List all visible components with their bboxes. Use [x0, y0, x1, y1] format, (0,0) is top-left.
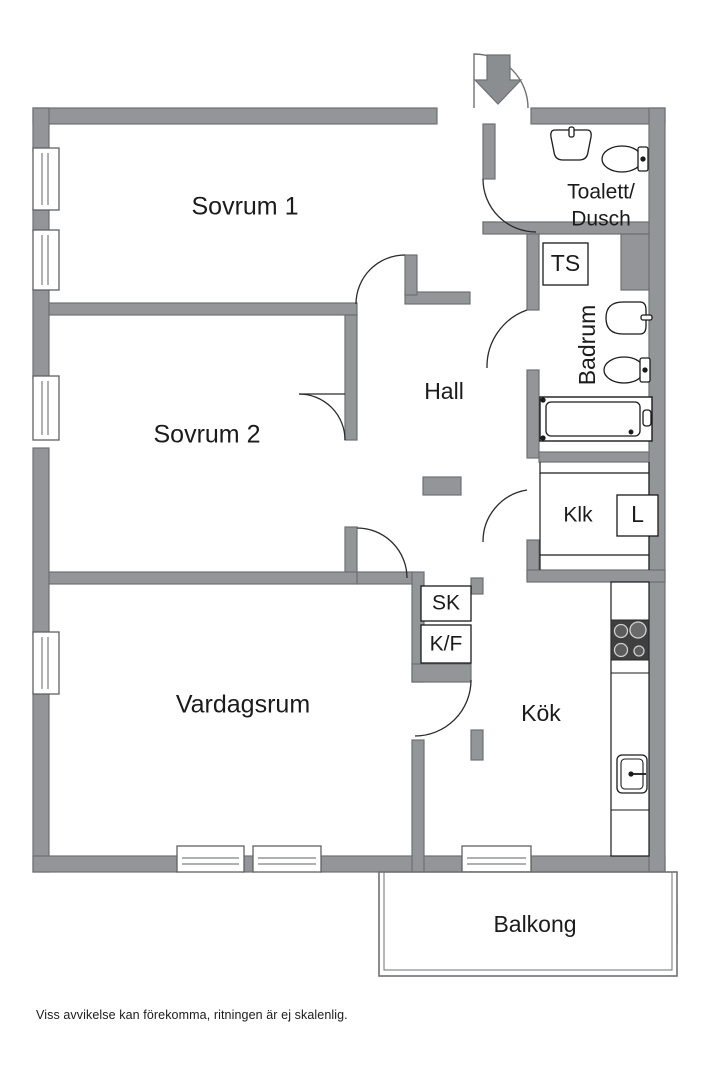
room-label-klk: Klk: [563, 504, 593, 527]
box-kf: K/F: [420, 624, 472, 664]
wall-interior-toalett-west-a: [482, 123, 496, 180]
room-labels: Sovrum 1 Sovrum 2 Vardagsrum Hall Kök Ba…: [154, 181, 636, 938]
kitchen-fittings: [610, 581, 650, 857]
door-vardagsrum: [356, 527, 408, 579]
window-sovrum1-a: [32, 147, 60, 211]
bathtub-corner-b: [540, 435, 546, 441]
door-kok: [414, 679, 472, 737]
labeled-boxes: TS L SK K/F: [420, 242, 659, 664]
room-label-hall: Hall: [424, 378, 464, 404]
wall-exterior-left-a: [32, 107, 50, 153]
wall-interior-sovrum2-right-b: [344, 526, 358, 579]
wall-exterior-left-e: [32, 691, 50, 873]
wall-interior-right-notch: [620, 233, 650, 291]
box-ts: TS: [542, 242, 589, 286]
room-label-balkong: Balkong: [493, 911, 576, 937]
stove-burner-2: [629, 621, 647, 639]
washbasin-badrum-tap: [640, 314, 653, 321]
wall-exterior-right-a: [648, 107, 666, 873]
drawing-disclaimer: Viss avvikelse kan förekomma, ritningen …: [36, 1008, 348, 1022]
bathtub-corner-a: [540, 397, 546, 403]
box-l: L: [616, 494, 659, 537]
wall-exterior-bottom-a: [32, 855, 179, 873]
window-balcony-door: [461, 845, 532, 873]
balcony: [378, 871, 678, 977]
wall-exterior-top-left: [32, 107, 438, 125]
box-ts-label: TS: [551, 250, 580, 276]
stove-burner-3: [613, 642, 629, 658]
door-klk: [482, 489, 528, 543]
window-vardagsrum-bottom-2: [252, 845, 322, 873]
windows: [32, 147, 532, 873]
wall-interior-klk-divider: [538, 451, 650, 463]
wall-interior-badrum-west-a: [526, 233, 540, 311]
stove-burner-4: [633, 645, 645, 657]
wall-interior-badrum-west-b: [526, 369, 540, 459]
toilet-badrum-bowl: [603, 356, 645, 384]
window-sovrum2: [32, 375, 60, 441]
wall-interior-klk-south: [526, 569, 666, 583]
toilet-toalett-flush: [640, 156, 646, 162]
box-sk: SK: [420, 585, 472, 622]
box-kf-label: K/F: [430, 633, 463, 656]
hall-radiator: [422, 476, 462, 496]
wall-interior-vardagsrum-divider-b: [356, 571, 413, 585]
entrance-direction-arrow: [473, 54, 523, 105]
wall-interior-cabinet-base: [411, 663, 472, 683]
badrum-fixtures: [539, 301, 653, 442]
room-label-sovrum-2: Sovrum 2: [154, 421, 261, 449]
box-sk-label: SK: [432, 592, 460, 615]
room-label-vardagsrum: Vardagsrum: [176, 691, 310, 719]
room-label-toalett-line-2: Dusch: [571, 208, 631, 231]
wall-exterior-left-b: [32, 207, 50, 233]
room-label-badrum: Badrum: [574, 305, 600, 386]
washbasin-toalett-tap: [568, 126, 575, 138]
window-sovrum1-b: [32, 229, 60, 291]
walls: [32, 107, 678, 943]
wall-exterior-bottom-c: [319, 855, 464, 873]
wall-exterior-left-c: [32, 287, 50, 379]
door-badrum: [486, 309, 528, 369]
door-toalett: [482, 178, 537, 233]
bathtub-inner: [545, 401, 641, 437]
wall-exterior-top-right: [530, 107, 666, 125]
washbasin-toalett-icon: [550, 129, 592, 161]
wall-interior-sovrum2-right: [344, 314, 358, 441]
balcony-inner-rail: [383, 871, 673, 971]
wall-interior-vardagsrum-divider: [48, 571, 358, 585]
wall-interior-sovrum1-stub: [404, 291, 471, 305]
window-vardagsrum-left: [32, 631, 60, 695]
wall-interior-hall-kok-b: [470, 729, 484, 761]
door-sovrum-1: [355, 254, 406, 305]
toalett-fixtures: [550, 126, 649, 173]
bathtub-drain: [628, 429, 634, 435]
door-sovrum-2: [298, 393, 346, 441]
wall-interior-kok-left-b: [411, 739, 425, 873]
wall-exterior-bottom-d: [530, 855, 666, 873]
room-label-kok: Kök: [521, 700, 561, 726]
room-label-sovrum-1: Sovrum 1: [192, 193, 299, 221]
wall-interior-sovrum1-jamb: [404, 254, 418, 296]
stove-burner-1: [613, 623, 629, 639]
wall-interior-sovrum-divider: [48, 302, 358, 316]
door-swings: [298, 178, 537, 737]
room-label-toalett-line-1: Toalett/: [567, 181, 635, 204]
wall-interior-hall-kok-a: [470, 577, 484, 595]
box-l-label: L: [631, 501, 644, 527]
washbasin-badrum-icon: [605, 301, 647, 335]
wall-exterior-left-d: [32, 447, 50, 635]
toilet-toalett-bowl: [601, 145, 643, 173]
entrance-group: [473, 53, 529, 109]
toilet-badrum-flush: [642, 367, 648, 373]
bathtub-tap: [642, 409, 652, 427]
window-vardagsrum-bottom-1: [176, 845, 245, 873]
